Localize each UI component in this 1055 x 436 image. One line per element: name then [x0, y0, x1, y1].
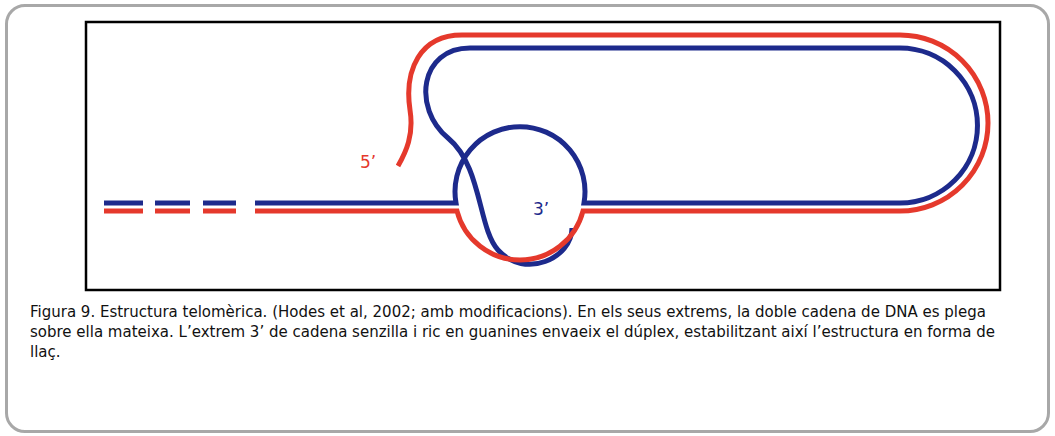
strand-end-label: 3’: [533, 199, 549, 219]
figure-box: [86, 22, 1000, 290]
strand-end-label: 5’: [360, 152, 376, 172]
blue-strand: [104, 48, 977, 264]
figure-caption: Figura 9. Estructura telomèrica. (Hodes …: [30, 302, 1020, 362]
red-strand: [104, 35, 988, 260]
